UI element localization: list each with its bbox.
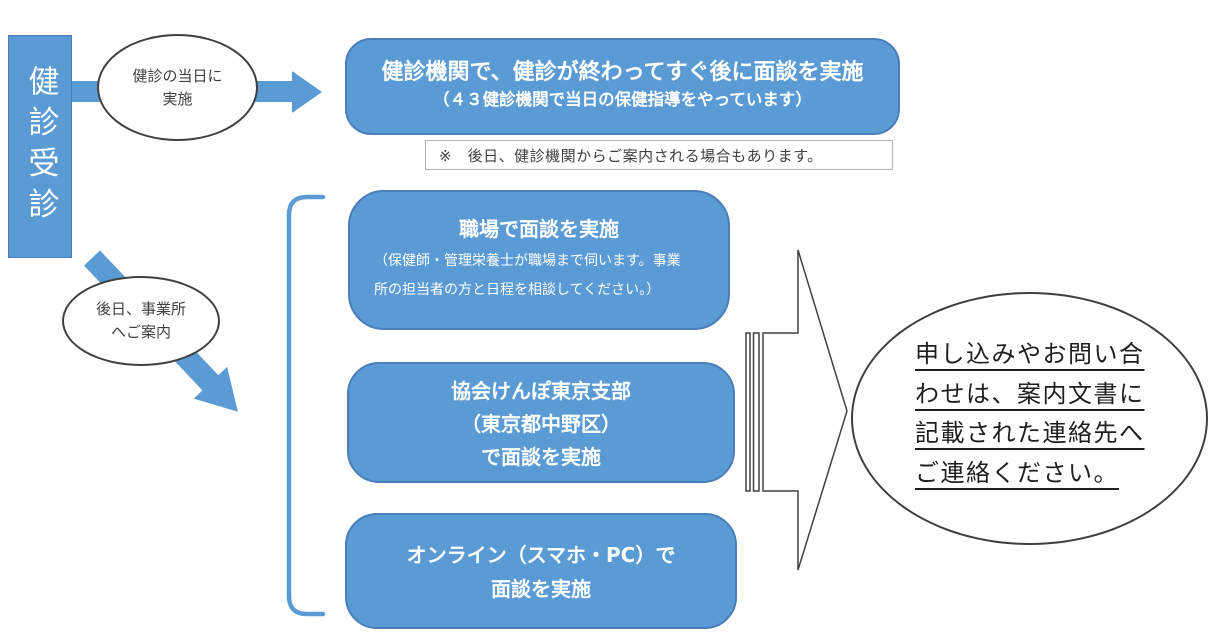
same-day-line1: 健診の当日に <box>132 66 223 85</box>
branch-line3: で面談を実施 <box>481 445 601 469</box>
workplace-interview-title: 職場で面談を実施 <box>459 217 619 241</box>
workplace-interview-box: 職場で面談を実施 （保健師・管理栄養士が職場まで伺います。事業 所の担当者の方と… <box>348 190 730 330</box>
branch-line1: 協会けんぽ東京支部 <box>451 379 631 403</box>
contact-text: 申し込みやお問い合 わせは、案内文書に 記載された連絡先へ ご連絡ください。 <box>915 335 1175 493</box>
contact-line1: 申し込みやお問い合 <box>915 340 1145 368</box>
workplace-sub-line1: （保健師・管理栄養士が職場まで伺います。事業 <box>374 253 681 269</box>
contact-line4: ご連絡ください。 <box>915 458 1119 487</box>
left-bracket-shape <box>286 194 326 617</box>
same-day-ellipse: 健診の当日に 実施 <box>97 34 258 141</box>
contact-line2: わせは、案内文書に <box>915 379 1145 408</box>
contact-ellipse: 申し込みやお問い合 わせは、案内文書に 記載された連絡先へ ご連絡ください。 <box>851 292 1208 545</box>
clinic-interview-title: 健診機関で、健診が終わってすぐ後に面談を実施 <box>381 60 864 85</box>
note-box: ※ 後日、健診機関からご案内される場合もあります。 <box>425 140 893 170</box>
striped-right-arrow-icon <box>745 249 848 571</box>
sidebar-checkup-label: 健診受診 <box>22 64 59 229</box>
online-line1: オンライン（スマホ・PC）で <box>406 543 676 567</box>
later-guidance-ellipse: 後日、事業所 へご案内 <box>62 276 220 366</box>
workplace-interview-subtitle: （保健師・管理栄養士が職場まで伺います。事業 所の担当者の方と日程を相談してくだ… <box>374 247 704 305</box>
same-day-line2: 実施 <box>162 89 193 108</box>
branch-interview-box: 協会けんぽ東京支部 （東京都中野区） で面談を実施 <box>347 362 735 483</box>
clinic-interview-box: 健診機関で、健診が終わってすぐ後に面談を実施 （４３健診機関で当日の保健指導をや… <box>345 38 900 135</box>
sidebar-checkup-banner: 健診受診 <box>8 35 72 258</box>
contact-line3: 記載された連絡先へ <box>915 419 1145 447</box>
note-text: ※ 後日、健診機関からご案内される場合もあります。 <box>439 146 823 165</box>
online-interview-box: オンライン（スマホ・PC）で 面談を実施 <box>345 513 737 629</box>
online-line2: 面談を実施 <box>491 577 591 601</box>
clinic-interview-subtitle: （４３健診機関で当日の保健指導をやっています） <box>433 90 812 109</box>
workplace-sub-line2: 所の担当者の方と日程を相談してください。） <box>374 282 661 298</box>
branch-line2: （東京都中野区） <box>461 412 621 436</box>
later-line2: へご案内 <box>110 323 171 341</box>
later-line1: 後日、事業所 <box>95 300 186 318</box>
